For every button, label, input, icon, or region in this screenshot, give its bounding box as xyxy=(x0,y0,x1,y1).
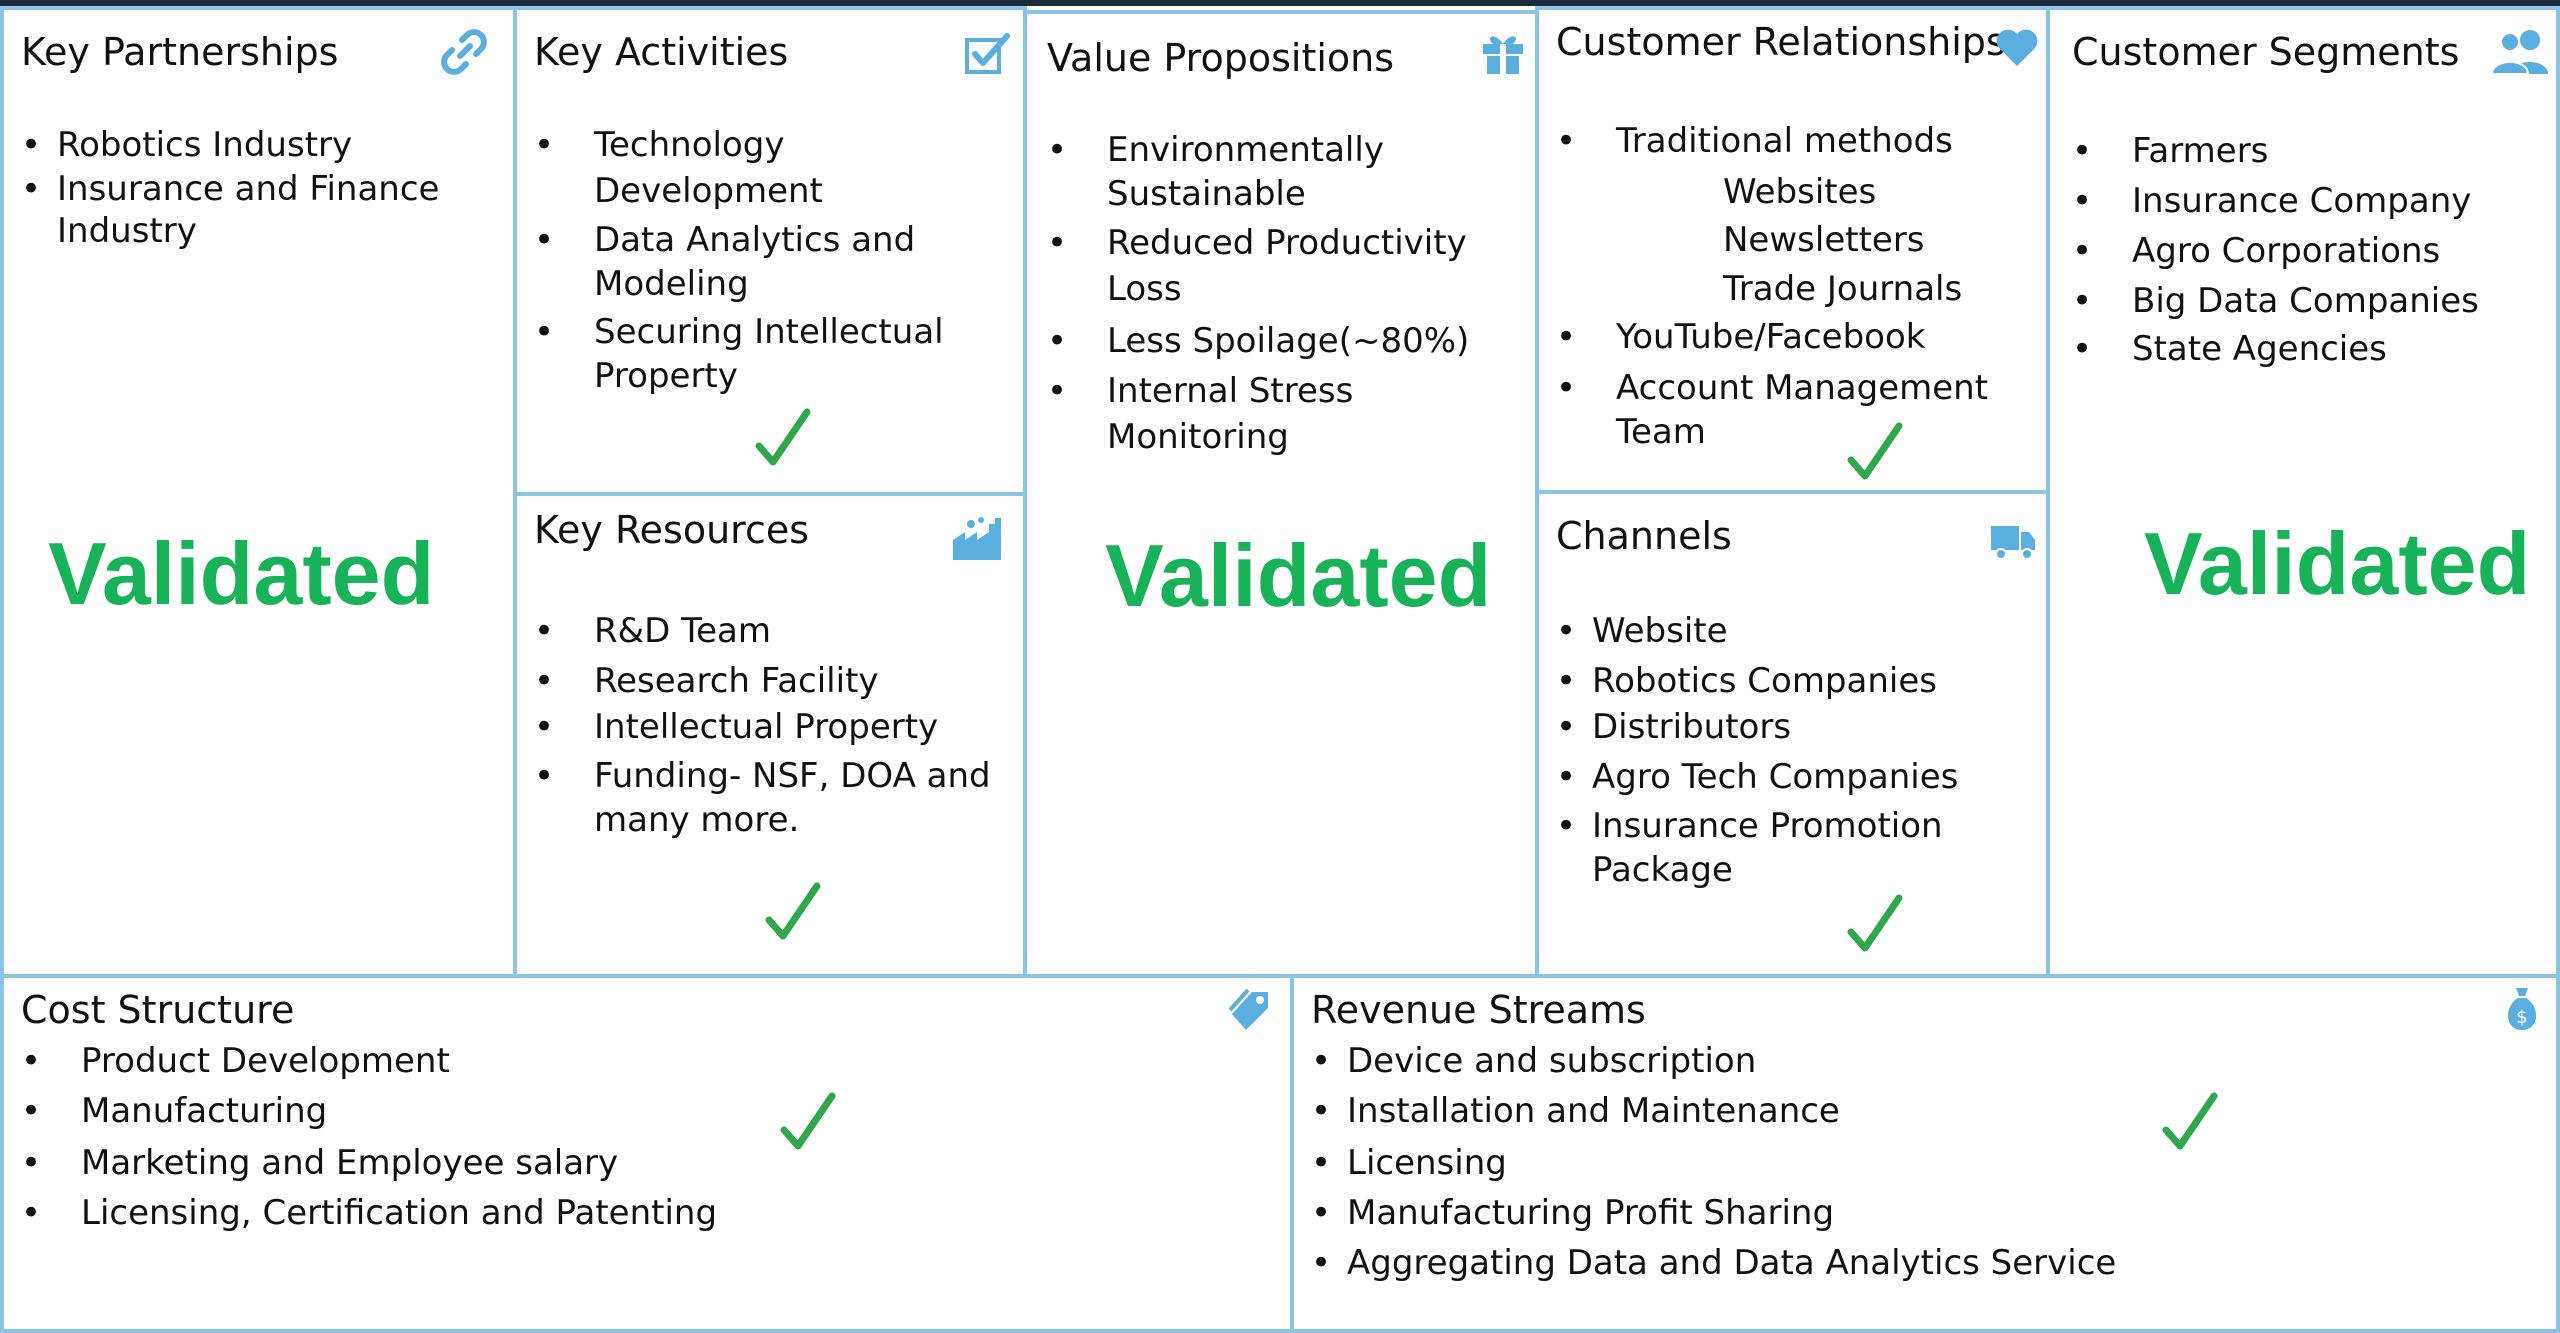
customer-relationships-title: Customer Relationships xyxy=(1556,20,2006,64)
channels-list: •Website •Robotics Companies •Distributo… xyxy=(1556,608,2026,892)
list-item: •Insurance Promotion Package xyxy=(1556,806,1943,890)
list-item: •Data Analytics and Modeling xyxy=(534,220,916,304)
customer-segments-block: Customer Segments •Farmers •Insurance Co… xyxy=(2046,6,2560,978)
list-item: •Installation and Maintenance xyxy=(1311,1091,1840,1131)
list-item: •Environmentally Sustainable xyxy=(1047,130,1384,214)
list-item: •State Agencies xyxy=(2072,329,2387,369)
sub-list-item: Websites xyxy=(1723,172,1877,212)
checkmark-icon xyxy=(2162,1090,2218,1156)
list-item: •Product Development xyxy=(21,1041,450,1081)
key-partnerships-block: Key Partnerships •Robotics Industry •Ins… xyxy=(0,6,517,978)
key-resources-list: •R&D Team •Research Facility •Intellectu… xyxy=(534,608,994,842)
value-propositions-block: Value Propositions •Environmentally Sust… xyxy=(1023,10,1539,980)
customer-relationships-list: •Traditional methods Websites Newsletter… xyxy=(1556,118,2026,454)
factory-icon xyxy=(951,514,1007,562)
people-icon xyxy=(2490,28,2554,76)
cost-structure-list: •Product Development •Manufacturing •Mar… xyxy=(21,1038,921,1236)
validated-label: Validated xyxy=(1105,526,1492,625)
top-border-strip xyxy=(0,0,2560,6)
key-activities-block: Key Activities •Technology Development •… xyxy=(513,6,1027,496)
revenue-streams-title: Revenue Streams xyxy=(1311,988,1646,1032)
list-item: •Device and subscription xyxy=(1311,1041,1757,1081)
list-item: •Research Facility xyxy=(534,661,879,701)
channels-block: Channels •Website •Robotics Companies •D… xyxy=(1535,490,2050,978)
checkmark-icon xyxy=(755,406,811,472)
cost-structure-block: Cost Structure •Product Development •Man… xyxy=(0,974,1294,1333)
checkmark-icon xyxy=(1847,420,1903,486)
list-item: •Robotics Companies xyxy=(1556,661,1937,701)
value-propositions-title: Value Propositions xyxy=(1047,36,1395,80)
checkmark-icon xyxy=(780,1090,836,1156)
list-item: •Internal Stress Monitoring xyxy=(1047,371,1354,457)
list-item: •Funding- NSF, DOA and many more. xyxy=(534,756,991,840)
list-item: •Securing Intellectual Property xyxy=(534,312,944,396)
key-partnerships-title: Key Partnerships xyxy=(21,30,339,74)
list-item: •Traditional methods xyxy=(1556,121,1953,161)
list-item: •Big Data Companies xyxy=(2072,281,2479,321)
price-tag-icon xyxy=(1226,986,1274,1034)
key-activities-list: •Technology Development •Data Analytics … xyxy=(534,122,994,398)
link-icon xyxy=(440,28,488,76)
checkbox-icon xyxy=(963,30,1011,78)
customer-relationships-block: Customer Relationships •Traditional meth… xyxy=(1535,6,2050,494)
list-item: •Manufacturing xyxy=(21,1091,328,1131)
value-propositions-list: •Environmentally Sustainable •Reduced Pr… xyxy=(1047,128,1527,460)
validated-label: Validated xyxy=(48,524,435,623)
key-resources-title: Key Resources xyxy=(534,508,810,552)
revenue-streams-list: •Device and subscription •Installation a… xyxy=(1311,1038,2311,1286)
list-item: •Robotics Industry xyxy=(21,125,353,165)
list-item: •Licensing xyxy=(1311,1143,1507,1183)
validated-label: Validated xyxy=(2144,514,2531,613)
list-item: •Insurance and Finance Industry xyxy=(21,169,440,251)
gift-icon xyxy=(1479,28,1527,76)
list-item: •Farmers xyxy=(2072,131,2269,171)
list-item: •Agro Tech Companies xyxy=(1556,757,1959,797)
money-bag-icon: $ xyxy=(2498,984,2546,1032)
key-activities-title: Key Activities xyxy=(534,30,789,74)
list-item: •Less Spoilage(~80%) xyxy=(1047,321,1470,361)
customer-segments-list: •Farmers •Insurance Company •Agro Corpor… xyxy=(2072,128,2532,372)
revenue-streams-block: Revenue Streams $ •Device and subscripti… xyxy=(1290,974,2560,1333)
channels-title: Channels xyxy=(1556,514,1732,558)
list-item: •Manufacturing Profit Sharing xyxy=(1311,1193,1835,1233)
list-item: •Aggregating Data and Data Analytics Ser… xyxy=(1311,1243,2117,1283)
list-item: •YouTube/Facebook xyxy=(1556,317,1926,357)
list-item: •Reduced Productivity Loss xyxy=(1047,223,1467,309)
truck-icon xyxy=(1989,516,2037,564)
list-item: •Licensing, Certification and Patenting xyxy=(21,1193,718,1233)
checkmark-icon xyxy=(765,880,821,946)
heart-icon xyxy=(1993,22,2041,70)
customer-segments-title: Customer Segments xyxy=(2072,30,2460,74)
sub-list-item: Trade Journals xyxy=(1723,269,1963,309)
svg-text:$: $ xyxy=(2516,1007,2527,1028)
sub-list-item: Newsletters xyxy=(1723,220,1925,260)
list-item: •Marketing and Employee salary xyxy=(21,1143,619,1183)
list-item: •R&D Team xyxy=(534,611,771,651)
checkmark-icon xyxy=(1847,892,1903,958)
list-item: •Website xyxy=(1556,611,1728,651)
list-item: •Agro Corporations xyxy=(2072,231,2441,271)
list-item: •Account Management Team xyxy=(1556,368,1989,452)
cost-structure-title: Cost Structure xyxy=(21,988,295,1032)
list-item: •Intellectual Property xyxy=(534,707,939,747)
list-item: •Distributors xyxy=(1556,707,1792,747)
key-partnerships-list: •Robotics Industry •Insurance and Financ… xyxy=(21,122,471,252)
list-item: •Technology Development xyxy=(534,125,823,211)
key-resources-block: Key Resources •R&D Team •Research Facili… xyxy=(513,492,1027,978)
list-item: •Insurance Company xyxy=(2072,181,2472,221)
